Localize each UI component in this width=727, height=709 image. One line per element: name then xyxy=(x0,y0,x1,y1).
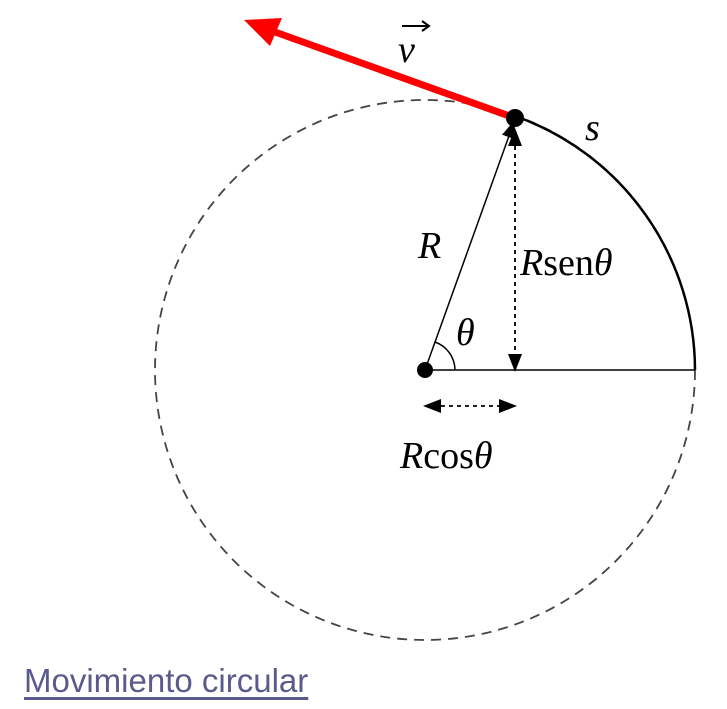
rsin-label: Rsenθ xyxy=(519,242,613,284)
velocity-arrowhead xyxy=(244,18,282,46)
arc-s xyxy=(514,114,697,371)
velocity-arrow xyxy=(273,28,517,122)
radius-label: R xyxy=(417,225,441,267)
vector-arrow-icon xyxy=(402,20,431,32)
rcos-label: Rcosθ xyxy=(399,435,493,477)
center-point xyxy=(417,362,433,378)
arc-label: s xyxy=(585,107,600,149)
velocity-label: v xyxy=(398,29,415,71)
movimiento-circular-link[interactable]: Movimiento circular xyxy=(24,662,309,699)
particle-point xyxy=(506,109,524,127)
angle-label: θ xyxy=(456,312,475,354)
angle-arc xyxy=(434,341,456,371)
radius-line xyxy=(424,120,516,371)
